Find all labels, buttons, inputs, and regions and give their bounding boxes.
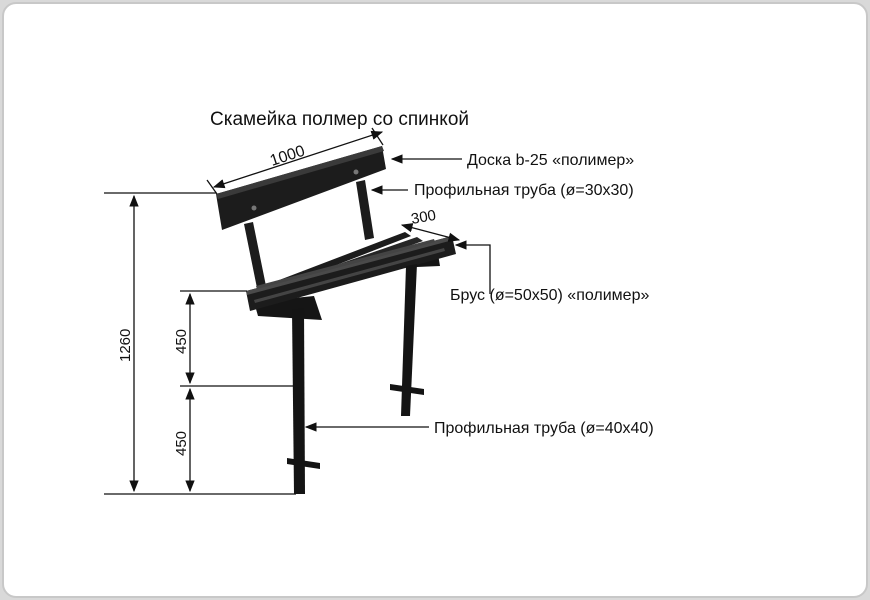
dimensions <box>104 127 461 495</box>
back-post-left <box>244 222 266 288</box>
beam-label: Брус (ø=50x50) «полимер» <box>450 287 649 304</box>
backrest-bolt <box>353 169 359 175</box>
front-leg <box>292 308 305 494</box>
total-height-value: 1260 <box>117 329 134 362</box>
width-extension <box>206 179 218 195</box>
back-tube-label: Профильная труба (ø=30x30) <box>414 182 634 199</box>
diagram-title: Скамейка полмер со спинкой <box>210 109 469 130</box>
board-label: Доска b-25 «полимер» <box>467 152 634 169</box>
leg-tube-label: Профильная труба (ø=40x40) <box>434 420 654 437</box>
backrest-bolt <box>251 205 257 211</box>
bench-drawing: Скамейка полмер со спинкой <box>104 109 654 495</box>
seat-slat-highlight <box>254 248 445 303</box>
back-post-right <box>356 180 374 240</box>
front-leg-anchor <box>287 458 320 469</box>
underground-value: 450 <box>173 431 190 456</box>
rear-leg-anchor <box>390 384 424 395</box>
rear-leg <box>401 264 417 416</box>
seat-slat-highlight <box>256 239 435 289</box>
width-dimension-line <box>212 130 384 189</box>
depth-value: 300 <box>410 207 438 228</box>
depth-dimension-line <box>400 223 461 242</box>
width-extension <box>371 127 384 146</box>
width-value: 1000 <box>268 143 307 170</box>
beam-leader <box>454 240 491 294</box>
seat-height-value: 450 <box>173 329 190 354</box>
